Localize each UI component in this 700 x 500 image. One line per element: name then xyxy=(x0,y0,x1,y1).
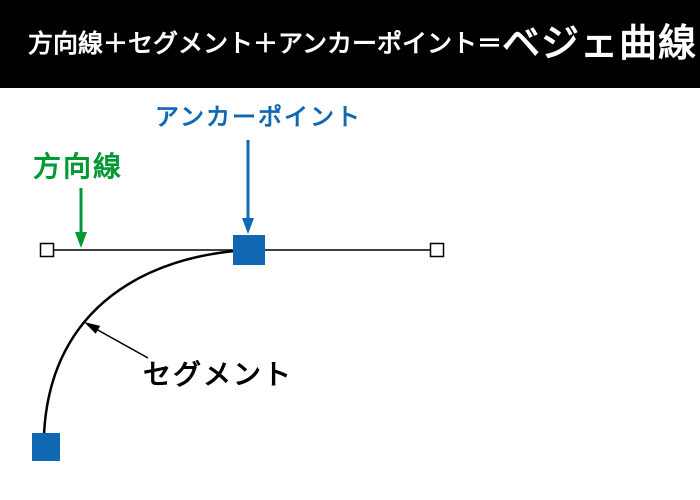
anchor-point-square xyxy=(233,235,265,265)
title-result-text: ベジェ曲線 xyxy=(502,23,698,65)
anchor-point-label: アンカーポイント xyxy=(155,104,363,131)
direction-line-label: 方向線 xyxy=(33,151,124,182)
direction-line-arrow xyxy=(75,188,87,248)
page-title: 方向線＋セグメント＋アンカーポイント＝ ベジェ曲線 xyxy=(28,25,697,63)
segment-arrow xyxy=(84,322,149,359)
direction-handle-left xyxy=(39,242,55,258)
bezier-diagram-canvas xyxy=(32,140,445,461)
segment-curve xyxy=(42,248,250,436)
title-banner: 方向線＋セグメント＋アンカーポイント＝ ベジェ曲線 xyxy=(0,0,700,88)
direction-handle-right xyxy=(429,242,445,258)
title-formula-text: 方向線＋セグメント＋アンカーポイント＝ xyxy=(28,29,503,58)
curve-endpoint-square xyxy=(32,433,60,461)
bezier-diagram: アンカーポイント 方向線 セグメント xyxy=(0,88,700,500)
anchor-point-arrow xyxy=(242,140,254,234)
segment-label: セグメント xyxy=(143,359,294,390)
